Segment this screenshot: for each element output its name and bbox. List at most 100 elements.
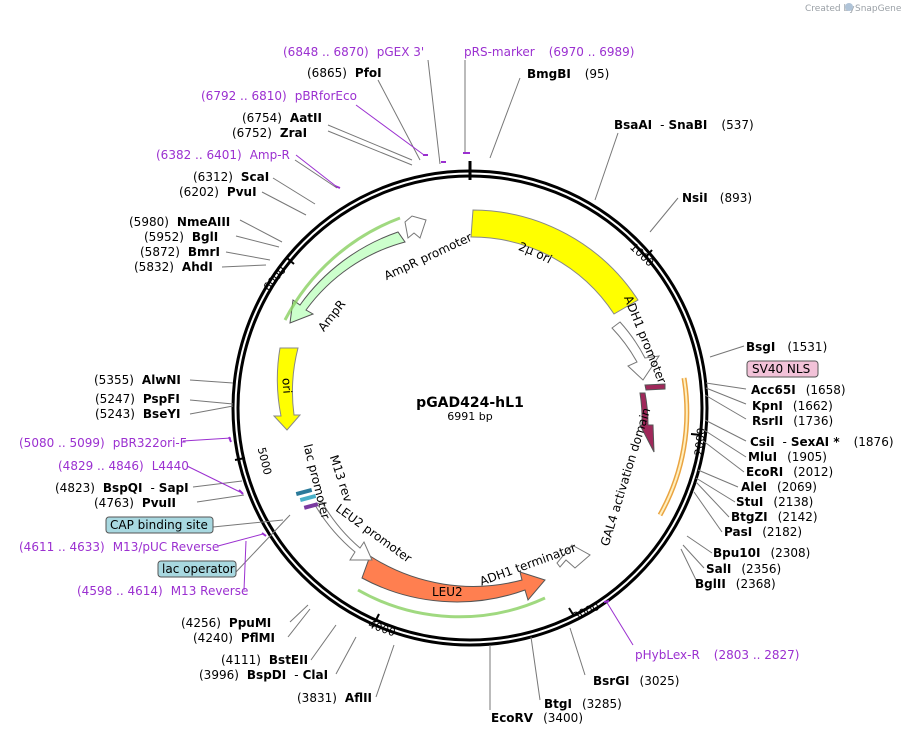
- tick-2000-mark: [690, 433, 702, 436]
- cap-binding-site-label: CAP binding site: [110, 518, 208, 532]
- enzyme-acc65i[interactable]: Acc65I(1658): [751, 383, 846, 397]
- tick-3000: 3000: [571, 600, 602, 624]
- enzyme-labels: BmgBI (95) (6865)PfoI BsaAI-SnaBI(537) N…: [55, 66, 894, 725]
- enzyme-pvuii[interactable]: (4763)PvuII: [94, 496, 176, 510]
- backbone: [231, 161, 709, 647]
- enzyme-kpni[interactable]: KpnI(1662): [752, 399, 833, 413]
- tick-3000-mark: [568, 607, 575, 617]
- enzyme-alei[interactable]: AleI(2069): [741, 480, 817, 494]
- sv40-nls-label: SV40 NLS: [752, 362, 810, 376]
- enzyme-rsrii[interactable]: RsrII(1736): [752, 414, 833, 428]
- orange-range-arc-inner: [659, 377, 688, 516]
- enzyme-bspdi-clai[interactable]: (3996)BspDI-ClaI: [199, 668, 328, 682]
- tick-5000: 5000: [255, 446, 274, 476]
- tick-4000-mark: [374, 613, 380, 623]
- tick-4000: 4000: [366, 618, 397, 640]
- enzyme-pasi[interactable]: PasI(2182): [724, 525, 802, 539]
- leu2-green-highlight: [357, 588, 546, 619]
- cap-site-block[interactable]: [295, 487, 313, 497]
- enzyme-bsrgi[interactable]: BsrGI(3025): [593, 674, 679, 688]
- primer-prs-marker[interactable]: pRS-marker(6970 .. 6989): [464, 45, 634, 59]
- lac-operator-label: lac operator: [162, 562, 235, 576]
- tick-1000-mark: [645, 249, 653, 258]
- enzyme-bsteii[interactable]: (4111)BstEII: [221, 653, 308, 667]
- two-micron-ori-feature[interactable]: [470, 209, 639, 315]
- primer-pbr322ori-f[interactable]: (5080 .. 5099)pBR322ori-F: [19, 436, 187, 450]
- enzyme-scai[interactable]: (6312)ScaI: [193, 170, 269, 184]
- primer-m13-puc-reverse[interactable]: (4611 .. 4633)M13/pUC Reverse: [19, 540, 219, 554]
- enzyme-pvui[interactable]: (6202)PvuI: [179, 185, 257, 199]
- enzyme-bmri[interactable]: (5872)BmrI: [140, 245, 220, 259]
- tick-2000: 2000: [692, 427, 708, 456]
- lac-operator-box[interactable]: [157, 560, 237, 578]
- enzyme-sali[interactable]: SalI(2356): [706, 562, 781, 576]
- ampr-green-highlight: [283, 216, 401, 321]
- primer-m13-reverse[interactable]: (4598 .. 4614)M13 Reverse: [77, 584, 248, 598]
- primer-pbrforeco[interactable]: (6792 .. 6810)pBRforEco: [201, 89, 357, 103]
- enzyme-bseyi[interactable]: (5243)BseYI: [95, 407, 181, 421]
- enzyme-pspfi[interactable]: (5247)PspFI: [95, 392, 180, 406]
- enzyme-alwni[interactable]: (5355)AlwNI: [94, 373, 181, 387]
- primer-amp-r[interactable]: (6382 .. 6401)Amp-R: [156, 148, 290, 162]
- enzyme-pflmi[interactable]: (4240)PflMI: [193, 631, 275, 645]
- enzyme-nmeaiii[interactable]: (5980)NmeAIII: [129, 215, 230, 229]
- plasmid-size: 6991 bp: [447, 410, 492, 423]
- credit-text: Created by: [805, 4, 855, 14]
- lac-operator-block[interactable]: [299, 493, 317, 503]
- label-connectors: [189, 59, 747, 710]
- primer-l4440[interactable]: (4829 .. 4846)L4440: [58, 459, 189, 473]
- enzyme-ahdi[interactable]: (5832)AhdI: [134, 260, 213, 274]
- enzyme-bspqi-sapi[interactable]: (4823)BspQI-SapI: [55, 481, 189, 495]
- ori-label: ori: [279, 378, 294, 395]
- cap-binding-site-box[interactable]: [105, 516, 214, 534]
- enzyme-bglii[interactable]: BglII(2368): [695, 577, 776, 591]
- enzyme-stui[interactable]: StuI(2138): [736, 495, 813, 509]
- enzyme-aatii[interactable]: (6754)AatII: [242, 111, 322, 125]
- orange-range-arc: [657, 377, 690, 517]
- adh1-promoter-feature[interactable]: [611, 321, 661, 381]
- leu2-feature[interactable]: [361, 555, 546, 603]
- primer-phyblex-r[interactable]: pHybLex-R(2803 .. 2827): [635, 648, 799, 662]
- enzyme-bsgi[interactable]: BsgI(1531): [746, 340, 827, 354]
- primer-pgex3[interactable]: (6848 .. 6870)pGEX 3': [283, 45, 424, 59]
- tick-6000-mark: [286, 257, 295, 265]
- plasmid-name: pGAD424-hL1: [416, 395, 524, 411]
- enzyme-bmgbi[interactable]: BmgBI (95): [527, 67, 609, 81]
- tick-5000-mark: [234, 457, 246, 461]
- m13-rev-block[interactable]: [303, 502, 319, 510]
- enzyme-mlui[interactable]: MluI(1905): [748, 450, 827, 464]
- boxed-labels: SV40 NLS CAP binding site lac operator: [105, 360, 819, 578]
- ampr-promoter-feature[interactable]: [404, 215, 427, 239]
- l4440-mark: [238, 489, 244, 495]
- leu2-label: LEU2: [432, 585, 463, 599]
- enzyme-zrai[interactable]: (6752)ZraI: [232, 126, 307, 140]
- enzyme-csii-sexai[interactable]: CsiI-SexAI *(1876): [750, 435, 894, 449]
- enzyme-ppumi[interactable]: (4256)PpuMI: [181, 616, 271, 630]
- sv40-nls-box[interactable]: [746, 360, 819, 378]
- primer-connectors: [182, 104, 634, 646]
- enzyme-ecorv[interactable]: EcoRV(3400): [491, 711, 583, 725]
- gal4-activation-domain-label: GAL4 activation domain: [598, 406, 653, 548]
- enzyme-btgzi[interactable]: BtgZI(2142): [731, 510, 818, 524]
- enzyme-bgli[interactable]: (5952)BglI: [144, 230, 218, 244]
- ampr-feature[interactable]: [289, 231, 406, 324]
- enzyme-pfoi[interactable]: (6865)PfoI: [307, 66, 382, 80]
- enzyme-bpu10i[interactable]: Bpu10I(2308): [713, 546, 810, 560]
- primer-labels: (6848 .. 6870)pGEX 3' pRS-marker(6970 ..…: [19, 45, 799, 662]
- ampr-label: AmpR: [315, 297, 348, 334]
- gal4-activation-domain-feature[interactable]: [639, 392, 655, 453]
- enzyme-aflii[interactable]: (3831)AflII: [297, 691, 372, 705]
- ori-feature[interactable]: [272, 347, 302, 431]
- m13-rev-label: M13 rev: [327, 453, 355, 504]
- enzyme-nsii[interactable]: NsiI(893): [682, 191, 752, 205]
- adh1-terminator-feature[interactable]: [556, 544, 591, 569]
- enzyme-ecori[interactable]: EcoRI(2012): [746, 465, 833, 479]
- sv40-nls-feature[interactable]: [644, 383, 666, 391]
- leu2-promoter-feature[interactable]: [314, 501, 373, 561]
- enzyme-btgi[interactable]: BtgI(3285): [544, 697, 622, 711]
- snapgene-credit: Created by SnapGene: [805, 3, 902, 14]
- enzyme-bsaai-snabi[interactable]: BsaAI-SnaBI(537): [614, 118, 754, 132]
- m13puc-mark: [261, 532, 267, 537]
- brand-text: SnapGene: [855, 4, 902, 14]
